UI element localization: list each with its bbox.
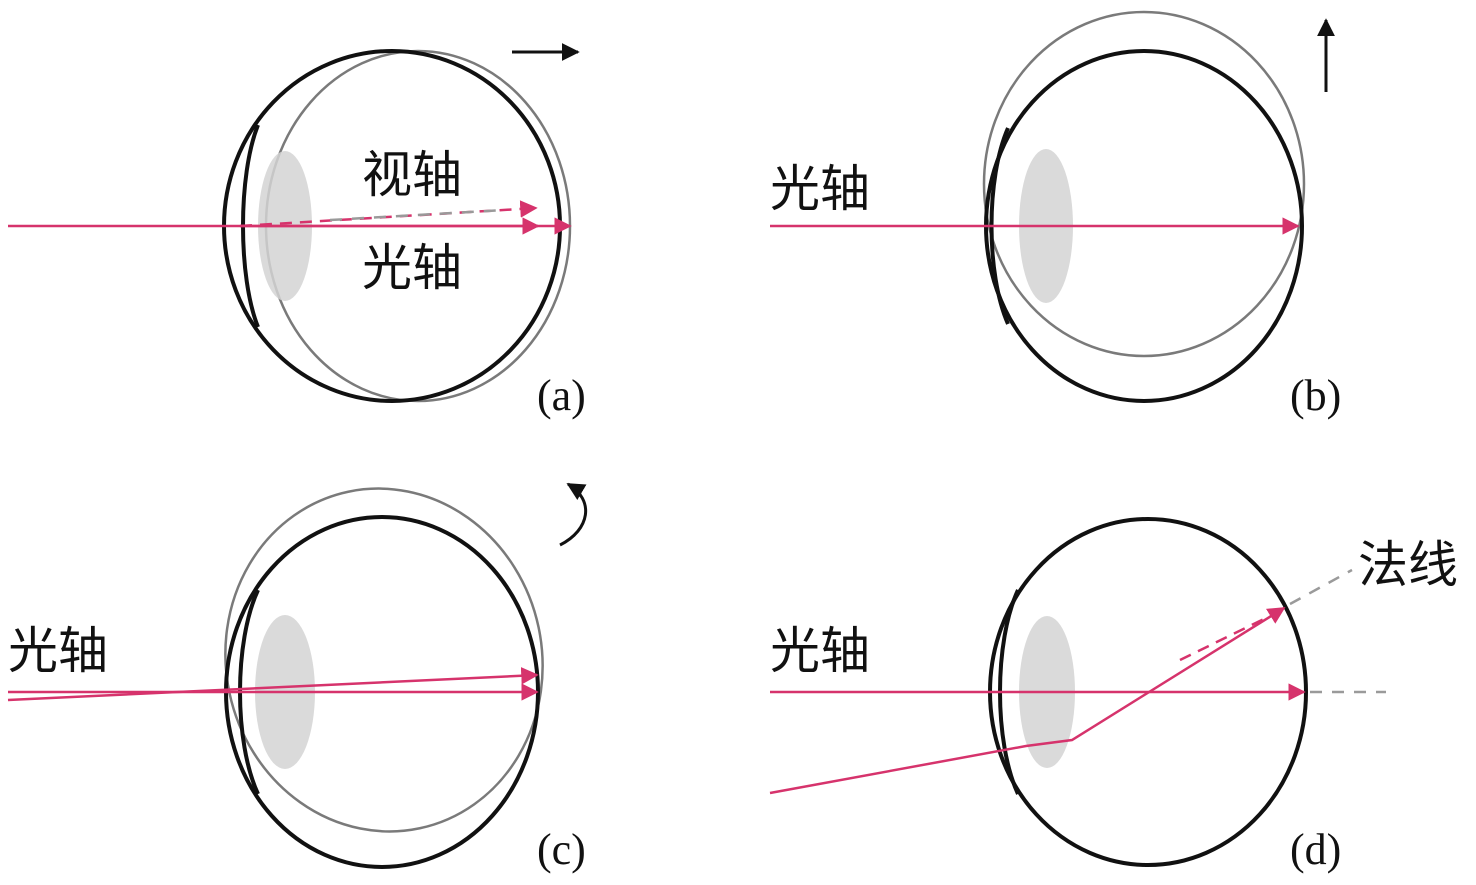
rotated-axis-ray: [7, 667, 539, 702]
panel-caption: (d): [1290, 825, 1341, 874]
panel-caption: (b): [1290, 371, 1341, 420]
optical-axis-label: 光轴: [362, 239, 462, 297]
panel-b: 光轴 (b): [770, 10, 1341, 420]
normal-label: 法线: [1358, 536, 1458, 594]
rotation-arrow-icon: [559, 482, 587, 547]
optical-axis-label: 光轴: [770, 622, 870, 680]
normal-line: [1179, 614, 1271, 662]
panel-d: 法线 光轴 (d): [769, 517, 1458, 874]
optical-axis-label: 光轴: [770, 160, 870, 218]
panel-a: 视轴 光轴 (a): [8, 43, 586, 420]
oblique-ray: [769, 606, 1286, 795]
visual-axis-extension: [329, 208, 506, 222]
normal-line-extension: [1289, 568, 1353, 606]
panel-caption: (c): [537, 825, 586, 874]
eye-ghost-raised: [982, 10, 1306, 358]
visual-axis-label: 视轴: [362, 146, 462, 204]
eye-ghost-rotated: [224, 487, 544, 833]
optical-axis-label: 光轴: [8, 622, 108, 680]
panel-c: 光轴 (c): [7, 482, 587, 874]
panel-caption: (a): [537, 371, 586, 420]
